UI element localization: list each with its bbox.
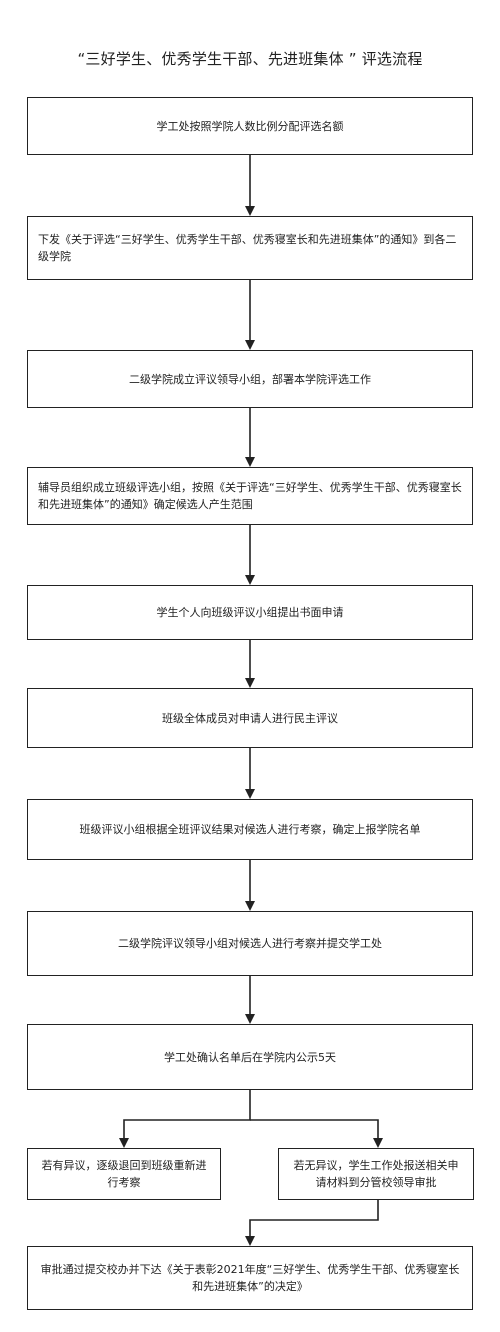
step-8-box: 二级学院评议领导小组对候选人进行考察并提交学工处 xyxy=(27,911,473,976)
step-1-box: 学工处按照学院人数比例分配评选名额 xyxy=(27,97,473,155)
merge-connector xyxy=(245,1200,379,1246)
step-4-box: 辅导员组织成立班级评选小组，按照《关于评选“三好学生、优秀学生干部、优秀寝室长和… xyxy=(27,467,473,525)
step-3-box: 二级学院成立评议领导小组，部署本学院评选工作 xyxy=(27,350,473,408)
step-7-box: 班级评议小组根据全班评议结果对候选人进行考察，确定上报学院名单 xyxy=(27,799,473,860)
split-connector xyxy=(119,1090,251,1148)
objection-branch-box: 若有异议，逐级退回到班级重新进行考察 xyxy=(27,1148,221,1200)
page-title: “三好学生、优秀学生干部、先进班集体 ” 评选流程 xyxy=(77,50,423,68)
step-2-box: 下发《关于评选“三好学生、优秀学生干部、优秀寝室长和先进班集体”的通知》到各二级… xyxy=(27,216,473,280)
no-objection-branch-box: 若无异议，学生工作处报送相关申请材料到分管校领导审批 xyxy=(278,1148,474,1200)
split-connector-right xyxy=(250,1119,383,1148)
step-9-box: 学工处确认名单后在学院内公示5天 xyxy=(27,1024,473,1090)
step-6-box: 班级全体成员对申请人进行民主评议 xyxy=(27,688,473,748)
final-approval-box: 审批通过提交校办并下达《关于表彰2021年度“三好学生、优秀学生干部、优秀寝室长… xyxy=(27,1246,473,1310)
step-5-box: 学生个人向班级评议小组提出书面申请 xyxy=(27,585,473,640)
